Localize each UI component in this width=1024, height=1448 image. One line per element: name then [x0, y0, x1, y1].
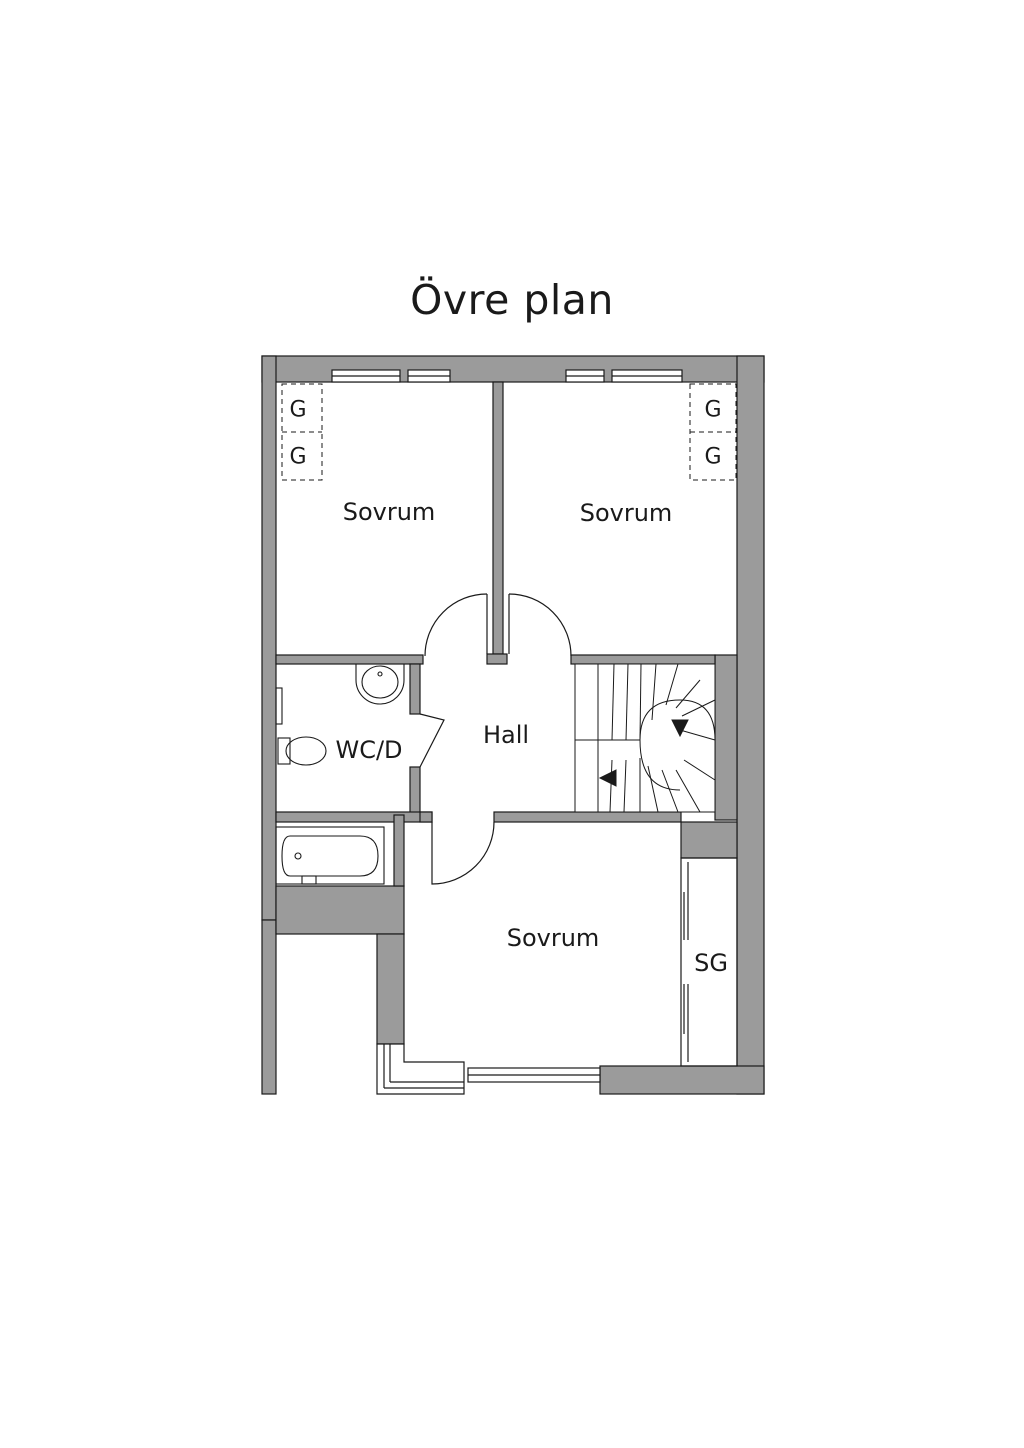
wall-bottom-right	[599, 1065, 765, 1095]
closet-left	[281, 383, 323, 481]
wall-left-lower	[261, 919, 277, 1095]
closet-label-left-1: G	[289, 397, 307, 423]
wall-hall-top-nib	[486, 653, 508, 665]
toilet-icon	[277, 736, 327, 766]
fixtures	[275, 664, 405, 885]
room-label-wardrobe: SG	[694, 949, 728, 977]
closet-label-left-2: G	[289, 444, 307, 470]
wall-bath-right	[393, 814, 405, 887]
plan-title: Övre plan	[410, 276, 614, 324]
wall-stair-right	[714, 654, 738, 821]
walls	[261, 355, 765, 1095]
room-label-bedroom-top-right: Sovrum	[579, 499, 673, 527]
wall-wc-hall	[409, 663, 421, 715]
bathtub-icon	[275, 826, 385, 885]
wall-bedroom1-bottom-a	[275, 654, 424, 665]
wall-wc-hall-lower	[409, 766, 421, 816]
wall-lower-left-block	[275, 885, 405, 935]
room-label-bedroom-top-left: Sovrum	[342, 498, 436, 526]
room-label-wc: WC/D	[335, 736, 403, 764]
radiator-icon	[275, 687, 283, 725]
wall-sg-top	[680, 821, 738, 859]
wall-hall-bottom-left	[419, 811, 433, 823]
wall-bedroom2-bottom	[570, 654, 716, 665]
door-wc	[419, 713, 445, 768]
wall-lower-left-column	[376, 933, 405, 1045]
wardrobe	[680, 857, 738, 1067]
wall-right	[736, 355, 765, 1095]
door-bedroom2	[508, 593, 572, 657]
staircase	[574, 663, 716, 813]
wall-between-bedrooms	[492, 381, 504, 655]
wall-left-upper	[261, 355, 277, 921]
sink-icon	[355, 664, 405, 705]
closet-label-right-2: G	[704, 444, 722, 470]
doors	[419, 593, 572, 885]
stair-arrow-left	[598, 769, 617, 787]
wall-wc-bottom	[275, 811, 433, 823]
room-label-hall: Hall	[482, 721, 530, 749]
windows	[331, 369, 683, 1095]
door-bedroom3	[431, 821, 495, 885]
closets	[281, 383, 737, 481]
closet-label-right-1: G	[704, 397, 722, 423]
stair-arrow-down	[671, 719, 689, 738]
room-label-bedroom-bottom: Sovrum	[506, 924, 600, 952]
door-bedroom1	[424, 593, 488, 657]
wall-hall-bottom	[493, 811, 682, 823]
interior-walls	[275, 381, 716, 887]
